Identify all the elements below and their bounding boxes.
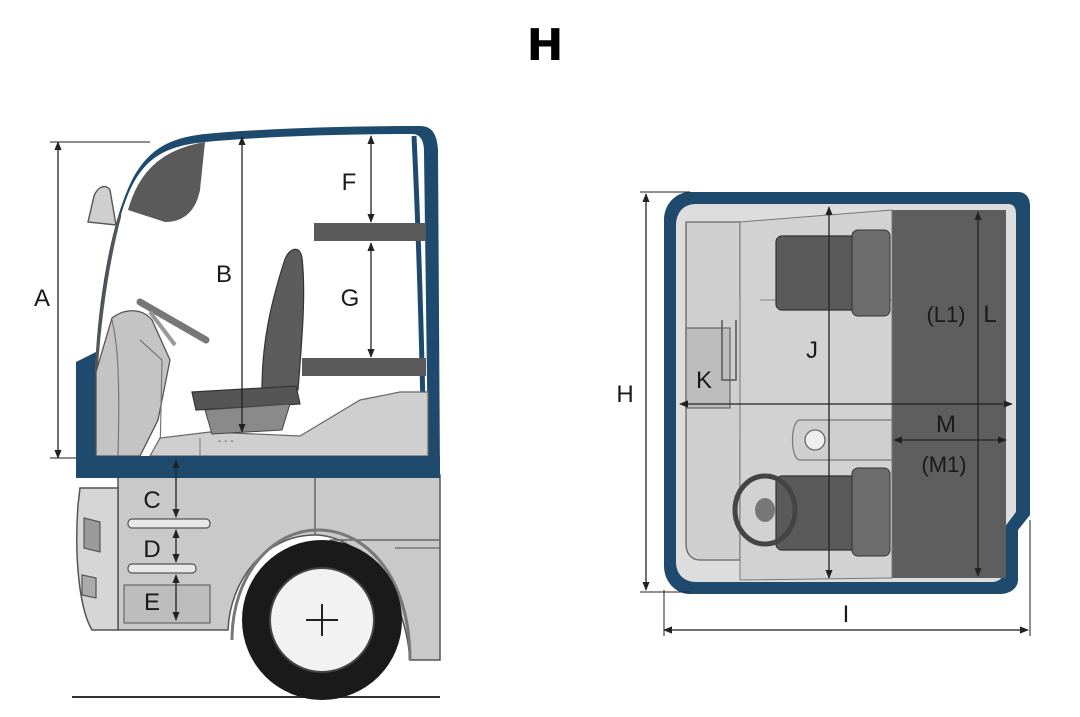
front-bumper: [76, 487, 119, 631]
label-h: H: [616, 381, 633, 408]
label-i: I: [843, 601, 850, 628]
label-l1: (L1): [926, 302, 965, 327]
step-upper: [127, 518, 211, 529]
top-view: H I J K (L1) L M (M1): [616, 191, 1031, 636]
svg-text:- - -: - - -: [218, 436, 234, 447]
label-d: D: [143, 536, 160, 563]
label-k: K: [696, 367, 712, 394]
label-c: C: [143, 487, 160, 514]
lower-bunk: [302, 358, 426, 376]
label-m1: (M1): [921, 452, 966, 477]
label-l: L: [983, 301, 996, 328]
side-view: - - - A B F G C D E: [34, 126, 441, 700]
steering-wheel-icon: [136, 298, 210, 344]
top-bunk: [892, 210, 1006, 578]
wheel-arch: [230, 528, 412, 661]
upper-bunk: [314, 223, 426, 241]
driver-seat: [261, 248, 305, 391]
label-j: J: [806, 337, 818, 364]
headlight-icon: [83, 517, 101, 553]
diagram-title: H: [527, 20, 564, 71]
dashboard: [95, 310, 171, 457]
label-g: G: [341, 285, 360, 312]
label-a: A: [34, 285, 50, 312]
top-steering-wheel-icon: [732, 473, 798, 547]
sun-visor: [128, 142, 205, 222]
label-m: M: [936, 411, 956, 438]
mirror-icon: [87, 185, 117, 226]
cab-floor: [148, 391, 429, 457]
label-e: E: [144, 589, 160, 616]
step-lower: [127, 563, 197, 574]
label-f: F: [342, 169, 357, 196]
label-b: B: [216, 261, 232, 288]
